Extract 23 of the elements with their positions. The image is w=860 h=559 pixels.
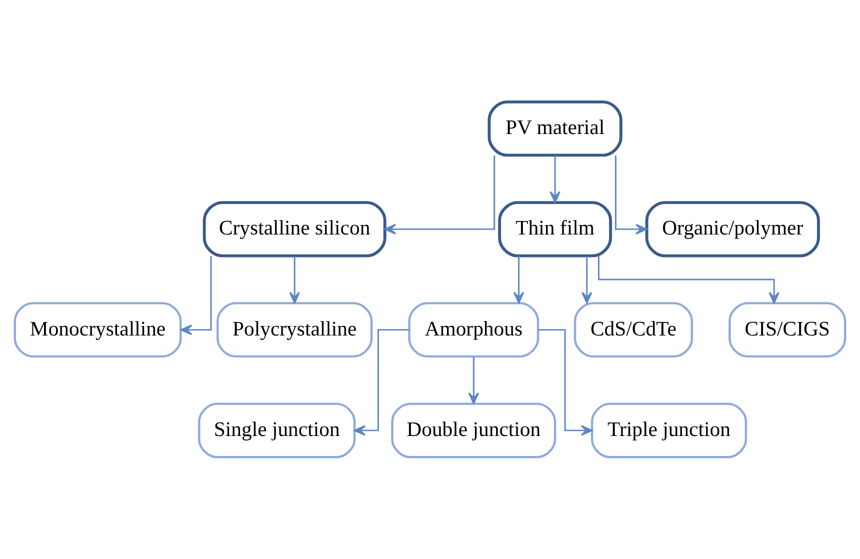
node-box: Thin film (498, 201, 612, 258)
node-box: Crystalline silicon (202, 201, 386, 258)
node-box: Polycrystalline (216, 302, 373, 358)
node-box: Monocrystalline (14, 302, 182, 358)
node-box: Organic/polymer (645, 201, 820, 258)
node-box: CdS/CdTe (574, 302, 694, 358)
arrow (354, 329, 409, 436)
node-box: Double junction (391, 402, 556, 458)
node-box: PV material (488, 100, 622, 157)
arrow (289, 256, 300, 304)
node-box: Single junction (198, 402, 356, 458)
arrow (550, 156, 560, 203)
arrow (614, 156, 648, 235)
arrow (384, 156, 496, 235)
node-box: Amorphous (408, 302, 540, 358)
node-box: CIS/CIGS (728, 302, 846, 358)
arrow (538, 329, 593, 436)
arrow (598, 256, 780, 304)
arrow (180, 256, 212, 336)
node-box: Triple junction (590, 402, 748, 458)
arrow (468, 356, 480, 404)
arrow (581, 256, 592, 304)
arrow (513, 256, 524, 304)
